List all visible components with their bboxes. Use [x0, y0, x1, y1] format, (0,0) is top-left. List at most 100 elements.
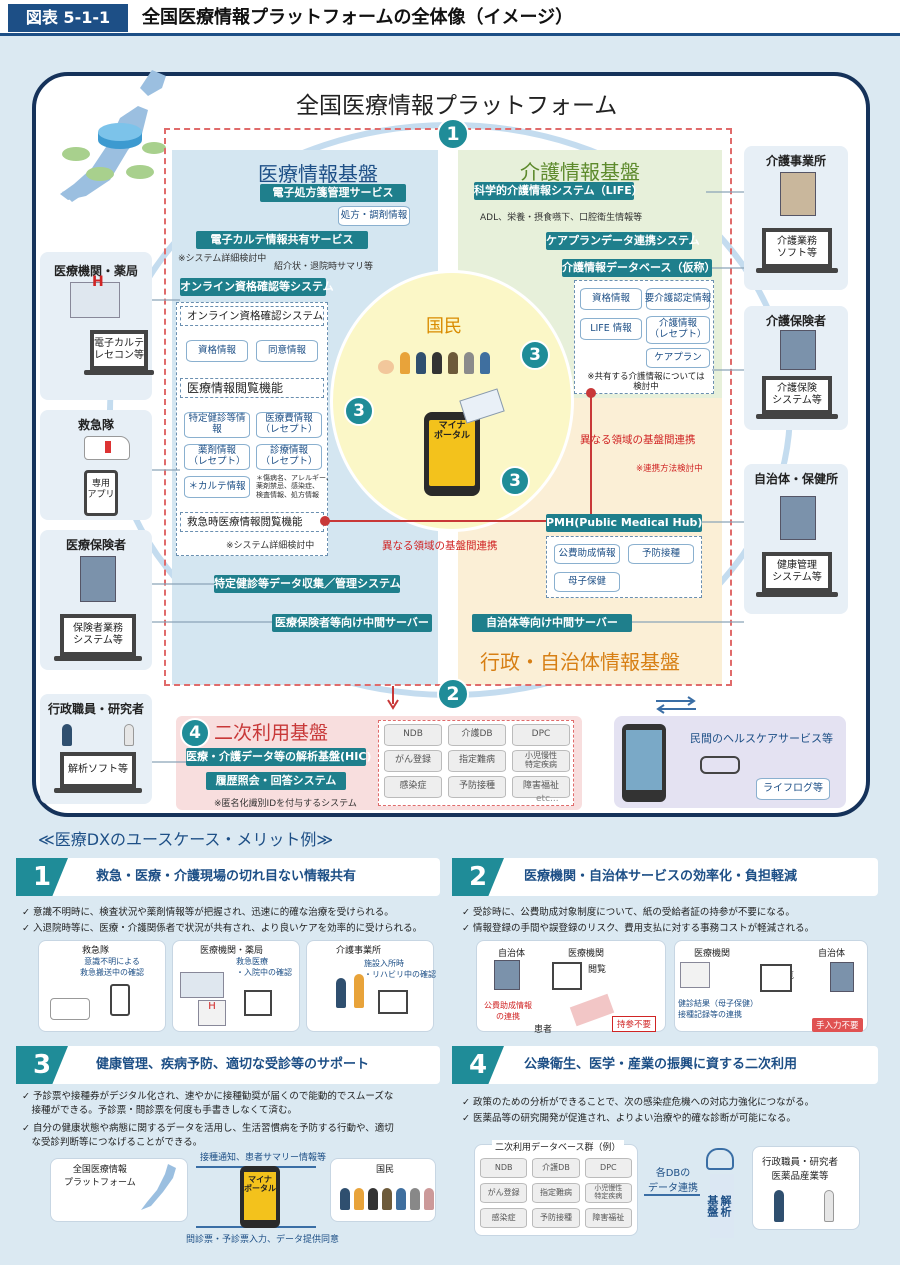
method-note: ※連携方法検討中	[636, 464, 703, 474]
history-query-system[interactable]: 履歴照会・回答システム	[206, 772, 346, 790]
checkup-info-db: 特定健診等情報	[184, 412, 250, 438]
uc4-analysis-base: 解析 基盤	[706, 1174, 734, 1238]
uc1-care-text: 施設入所時 ・リハビリ中の確認	[364, 959, 436, 979]
uc1-caregiver-icon	[354, 974, 364, 1008]
care-insurer-software: 介護保険 システム等	[762, 376, 832, 414]
care-office-building-icon	[780, 172, 816, 216]
online-qual-system[interactable]: オンライン資格確認等システム	[180, 278, 334, 296]
db-cancer: がん登録	[384, 750, 442, 772]
uc3-app-label: マイナ ポータル	[244, 1172, 276, 1220]
uc1-care-card	[306, 940, 434, 1032]
consent-info-db: 同意情報	[256, 340, 318, 362]
uc4-users-label: 行政職員・研究者 医薬品産業等	[762, 1157, 839, 1182]
header-bar: 図表 5-1-1 全国医療情報プラットフォームの全体像（イメージ）	[0, 0, 900, 36]
uc1-ambulance-text: 意識不明による 救急搬送中の確認	[80, 957, 144, 977]
db-disability: 障害福祉	[512, 776, 570, 798]
uc4-user-icon-2	[824, 1190, 834, 1222]
usecase-4-bullet-2: ✓ 医薬品等の研究開発が促進され、よりよい治療や的確な診断が可能になる。	[462, 1113, 796, 1124]
step-1-badge: 1	[437, 118, 469, 150]
figure-number: 図表 5-1-1	[8, 4, 128, 32]
nation-label: 国民	[426, 316, 462, 337]
myna-portal-phone-icon: マイナ ポータル	[424, 412, 480, 496]
care-gov-link-line	[590, 392, 592, 518]
down-arrow-icon	[387, 686, 399, 710]
usecase-3-banner	[16, 1046, 440, 1084]
hic-analysis-platform[interactable]: 医療・介護データ等の解析基盤(HIC)	[186, 748, 371, 766]
page-title: 全国医療情報プラットフォームの全体像（イメージ）	[142, 7, 574, 28]
cross-link-label-1: 異なる領域の基盤間連携	[580, 434, 696, 446]
drug-info-db: 薬剤情報 （レセプト）	[184, 444, 250, 470]
pmh-hub[interactable]: PMH(Public Medical Hub)	[546, 514, 702, 532]
admin-laptop-base	[54, 788, 142, 793]
care-insurer-label: 介護保険者	[765, 314, 826, 328]
ehr-share-service[interactable]: 電子カルテ情報共有サービス	[196, 231, 368, 249]
care-database[interactable]: 介護情報データベース（仮称）	[562, 259, 715, 277]
uc4-link-label: 各DBの データ連携	[648, 1168, 698, 1194]
cross-link-label-2: 異なる領域の基盤間連携	[382, 540, 498, 552]
ehr-note: ※システム詳細検討中	[178, 254, 267, 264]
db-etc: etc...	[536, 794, 559, 804]
uc1-hospital-text: 救急医療 ・入院中の確認	[236, 957, 292, 977]
local-gov-software: 健康管理 システム等	[762, 552, 832, 592]
db-intractable: 指定難病	[448, 750, 506, 772]
care-insurer-building-icon	[780, 330, 816, 370]
secondary-use-title: 二次利用基盤	[214, 722, 329, 744]
care-office-label: 介護事業所	[765, 154, 826, 168]
researcher-icon-2	[124, 724, 134, 746]
local-intermediate-server[interactable]: 自治体等向け中間サーバー	[472, 614, 632, 632]
uc4-db-dpc: DPC	[584, 1158, 632, 1178]
usecase-3-bullet-1: ✓ 予診票や接種券がデジタル化され、速やかに接種勧奨が届くので能動的でスムーズな…	[22, 1091, 394, 1116]
usecase-3-title: 健康管理、疾病予防、適切な受診等のサポート	[96, 1057, 370, 1072]
hospital-h-icon: H	[92, 274, 104, 290]
prescription-info-db: 処方・調剤情報	[338, 206, 410, 226]
secondary-db-grid: NDB 介護DB DPC がん登録 指定難病 小児慢性 特定疾病 感染症 予防接…	[384, 724, 570, 798]
usecase-heading: ≪医療DXのユースケース・メリット例≫	[38, 830, 334, 849]
life-system[interactable]: 科学的介護情報システム（LIFE）	[474, 182, 643, 200]
care-info-db: 介護情報 （レセプト）	[646, 316, 710, 344]
uc1-bed-icon	[180, 972, 224, 998]
uc3-people-icon	[340, 1188, 434, 1210]
uc2-right-local-building	[830, 962, 854, 992]
uc2-right-monitor	[760, 964, 792, 992]
hospital-building-icon	[70, 282, 120, 318]
uc4-users-card	[752, 1146, 860, 1230]
karte-info-db: ＊カルテ情報	[184, 476, 250, 498]
usecase-1-banner	[16, 858, 440, 896]
uc2-left-local: 自治体	[498, 949, 526, 959]
careplan-data-system[interactable]: ケアプランデータ連携システム	[546, 232, 700, 250]
db-dpc: DPC	[512, 724, 570, 746]
insurer-intermediate-server[interactable]: 医療保険者等向け中間サーバー	[272, 614, 432, 632]
usecase-4-bullet-1: ✓ 政策のための分析ができることで、次の感染症危機への対応力強化につながる。	[462, 1097, 815, 1108]
usecase-2-title: 医療機関・自治体サービスの効率化・負担軽減	[524, 869, 798, 884]
hospital-laptop-base	[84, 370, 154, 375]
browse-function: 医療情報閲覧機能	[180, 378, 324, 398]
uc2-right-link: 健診結果（母子保健） 接種記録等の連携	[678, 999, 758, 1019]
uc1-care-monitor-icon	[378, 990, 408, 1014]
insurer-software: 保険者業務 システム等	[60, 614, 136, 656]
hospital-software: 電子カルテ レセコン等	[90, 330, 148, 370]
uc4-db-vaccination: 予防接種	[532, 1208, 580, 1228]
admin-software: 解析ソフト等	[60, 752, 136, 788]
usecase-1-bullet-2: ✓ 入退院時等に、医療・介護関係者で状況が共有され、より良いケアを効率的に受けら…	[22, 923, 423, 934]
uc2-right-hospital-building	[680, 962, 710, 988]
local-gov-label: 自治体・保健所	[753, 472, 838, 486]
usecase-4-banner	[452, 1046, 878, 1084]
checkup-data-system[interactable]: 特定健診等データ収集／管理システム	[214, 575, 401, 593]
uc2-right-hospital: 医療機関	[694, 949, 731, 959]
ambulance-icon	[84, 436, 130, 460]
qual-info-db: 資格情報	[186, 340, 248, 362]
uc3-platform-label: 全国医療情報 プラットフォーム	[64, 1165, 136, 1188]
diag-info-db: 診療情報 （レセプト）	[256, 444, 322, 470]
medfee-info-db: 医療費情報 （レセプト）	[256, 412, 322, 438]
uc4-db-ndb: NDB	[480, 1158, 528, 1178]
care-office-software: 介護業務 ソフト等	[762, 228, 832, 268]
uc4-db-intractable: 指定難病	[532, 1183, 580, 1203]
uc2-no-manual: 手入力不要	[812, 1018, 863, 1032]
uc4-db-kaigo: 介護DB	[532, 1158, 580, 1178]
care-office-laptop-base	[756, 268, 838, 273]
uc3-phone-icon: マイナ ポータル	[240, 1166, 280, 1228]
med-gov-link-line	[324, 520, 546, 522]
sys-note: ※システム詳細検討中	[226, 541, 315, 551]
eprescription-service[interactable]: 電子処方箋管理サービス	[260, 184, 406, 202]
uc2-left-patient: 患者	[534, 1025, 553, 1035]
